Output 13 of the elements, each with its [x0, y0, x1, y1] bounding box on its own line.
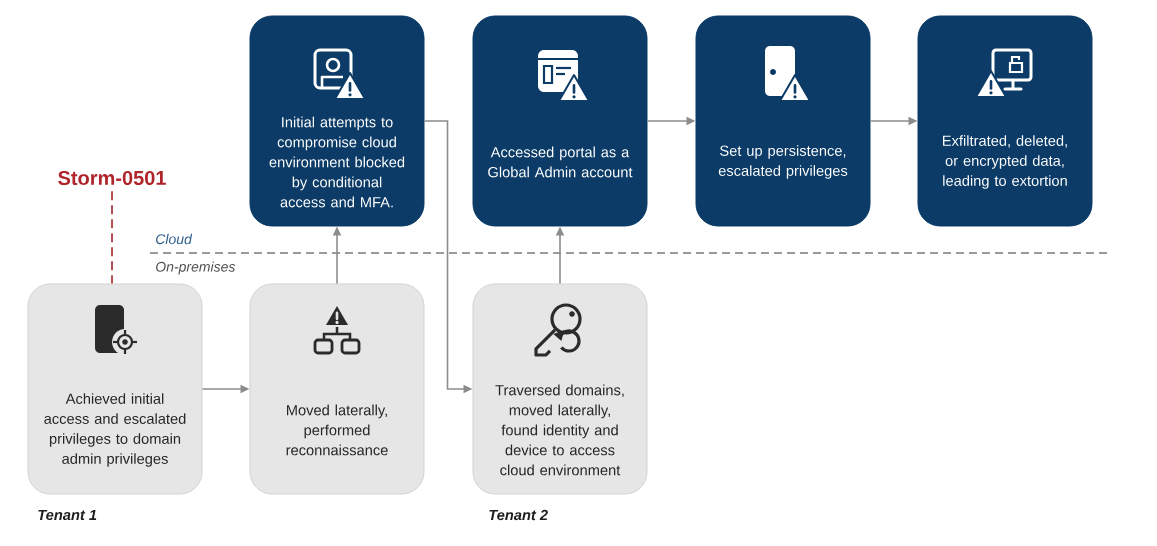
process-box: Set up persistence, escalated privileges	[695, 15, 871, 227]
process-box: Moved laterally, performed reconnaissance	[249, 283, 425, 495]
group-label: Tenant 1	[38, 509, 97, 521]
zone-label: On-premises	[156, 261, 236, 275]
process-box: Traversed domains, moved laterally, found identity and device to access cloud environment	[472, 283, 648, 495]
process-box: Achieved initial access and escalated privileges to domain admin privileges	[27, 283, 203, 495]
connector-line	[111, 190, 113, 285]
zone-label: Cloud	[156, 233, 193, 245]
actor-label: Storm-0501	[58, 170, 166, 186]
process-box: Exfiltrated, deleted, or encrypted data, leading to extortion	[917, 15, 1093, 227]
process-box: Accessed portal as a Global Admin account	[472, 15, 648, 227]
process-box: Initial attempts to compromise cloud environment blocked by conditional access and MFA.	[249, 15, 425, 227]
group-label: Tenant 2	[489, 509, 548, 521]
